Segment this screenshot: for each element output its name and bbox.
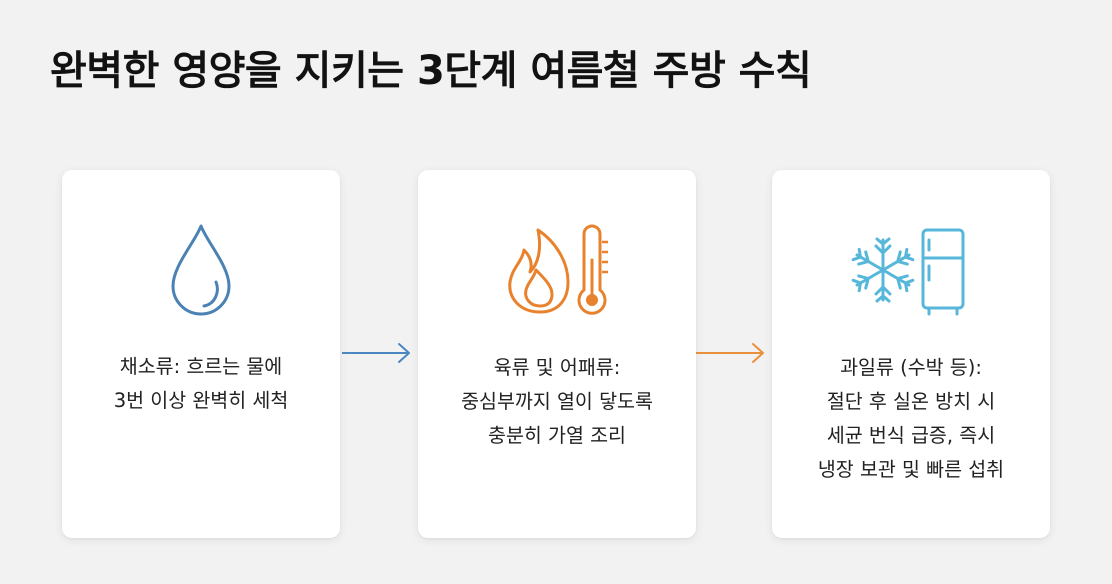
- step-text-line: 냉장 보관 및 빠른 섭취: [817, 458, 1005, 481]
- step-text-line: 중심부까지 열이 닿도록: [461, 390, 653, 413]
- step-text-line: 육류 및 어패류:: [493, 356, 621, 379]
- step-text-line: 과일류 (수박 등):: [840, 356, 982, 379]
- step-description: 과일류 (수박 등): 절단 후 실온 방치 시 세균 번식 급증, 즉시 냉장…: [782, 351, 1040, 487]
- step-text-line: 절단 후 실온 방치 시: [826, 390, 996, 413]
- step-card-refrigeration: 과일류 (수박 등): 절단 후 실온 방치 시 세균 번식 급증, 즉시 냉장…: [772, 170, 1050, 538]
- step-text-line: 세균 번식 급증, 즉시: [826, 424, 996, 447]
- step-text-line: 충분히 가열 조리: [488, 424, 626, 447]
- flame-thermometer-icon: [418, 220, 696, 320]
- page-title: 완벽한 영양을 지키는 3단계 여름철 주방 수칙: [50, 48, 812, 94]
- water-drop-icon: [62, 220, 340, 320]
- step-text-line: 3번 이상 완벽히 세척: [113, 389, 289, 412]
- step-description: 육류 및 어패류: 중심부까지 열이 닿도록 충분히 가열 조리: [428, 351, 686, 453]
- step-description: 채소류: 흐르는 물에 3번 이상 완벽히 세척: [72, 350, 330, 418]
- snowflake-refrigerator-icon: [772, 220, 1050, 320]
- step-card-cooking: 육류 및 어패류: 중심부까지 열이 닿도록 충분히 가열 조리: [418, 170, 696, 538]
- arrow-right-icon: [696, 343, 764, 363]
- step-card-washing: 채소류: 흐르는 물에 3번 이상 완벽히 세척: [62, 170, 340, 538]
- step-text-line: 채소류: 흐르는 물에: [119, 355, 283, 378]
- arrow-right-icon: [342, 343, 410, 363]
